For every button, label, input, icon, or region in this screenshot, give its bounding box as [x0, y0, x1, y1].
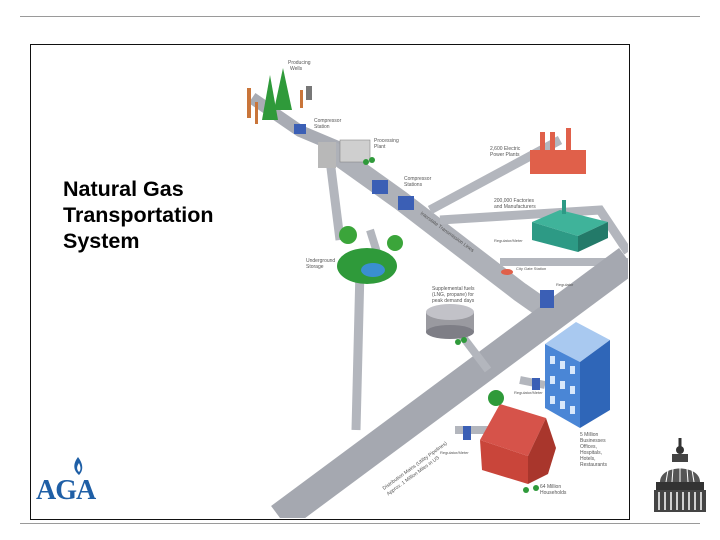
label-factories-2: and Manufacturers [494, 204, 536, 210]
label-businesses-6: Restaurants [580, 462, 607, 468]
capitol-dome-logo [650, 438, 710, 519]
label-businesses-3: Offices, [580, 444, 597, 450]
regulator-meter-house [463, 426, 471, 440]
label-compressor-1b: Station [314, 124, 330, 130]
svg-text:5 Million Businesses: 5 Million Businesses Offices, Hospitals,… [580, 432, 607, 468]
label-compressor-1a: Compressor [314, 118, 342, 124]
label-producing-wells-2: Wells [290, 66, 303, 72]
label-distribution-2: Approx. 1 Million Miles in US [386, 455, 442, 498]
title-line-1: Natural Gas [63, 177, 184, 201]
svg-text:Supplemental fuels(LNG, propan: Supplemental fuels(LNG, propane) forpeak… [432, 286, 475, 304]
label-regulator-meter-1: Regulator/Meter [494, 238, 523, 243]
label-factories-1: 200,000 Factories [494, 198, 535, 204]
label-storage-1: Underground [306, 258, 335, 264]
electric-power-plant [530, 128, 586, 174]
label-regulator-meter-2: Regulator/Meter [514, 390, 543, 395]
label-processing-2: Plant [374, 144, 386, 150]
label-households-1: 64 Million [540, 484, 561, 490]
slide-title: Natural Gas Transportation System [63, 176, 283, 254]
label-storage-2: Storage [306, 264, 324, 270]
label-businesses-2: Businesses [580, 438, 606, 444]
label-processing-1: Processing [374, 138, 399, 144]
label-regulator-2: Regulator [556, 282, 574, 287]
supplemental-fuel-tank [426, 304, 474, 345]
label-supplemental-1: Supplemental fuels [432, 286, 475, 292]
label-businesses-5: Hotels, [580, 456, 596, 462]
label-businesses-1: 5 Million [580, 432, 599, 438]
producing-wells [247, 68, 312, 124]
label-compressor-2a: Compressor [404, 176, 432, 182]
top-divider [20, 16, 700, 17]
household [480, 390, 556, 493]
label-producing-wells-1: Producing [288, 60, 311, 66]
underground-storage [337, 226, 403, 284]
label-city-gate: City Gate Station [516, 266, 546, 271]
title-line-2: Transportation [63, 203, 214, 227]
processing-plant [318, 139, 375, 168]
aga-logo: AGA [34, 455, 124, 508]
compressor-station-1 [294, 124, 306, 134]
factories [532, 200, 608, 252]
label-businesses-4: Hospitals, [580, 450, 602, 456]
label-regulator-meter-3: Regulator/Meter [440, 450, 469, 455]
label-compressor-2b: Stations [404, 182, 423, 188]
label-power-2: Power Plants [490, 152, 520, 158]
label-households-2: Households [540, 490, 567, 496]
compressor-stations-2 [372, 180, 414, 210]
label-supplemental-3: peak demand days [432, 298, 475, 304]
office-building [545, 322, 610, 428]
city-gate-station [501, 269, 513, 275]
aga-logo-text: AGA [36, 475, 97, 503]
regulator-station [540, 290, 554, 308]
label-supplemental-2: (LNG, propane) for [432, 292, 474, 298]
bottom-divider [20, 523, 700, 524]
label-power-1: 2,600 Electric [490, 146, 521, 152]
regulator-meter-business [532, 378, 540, 390]
title-line-3: System [63, 229, 140, 253]
